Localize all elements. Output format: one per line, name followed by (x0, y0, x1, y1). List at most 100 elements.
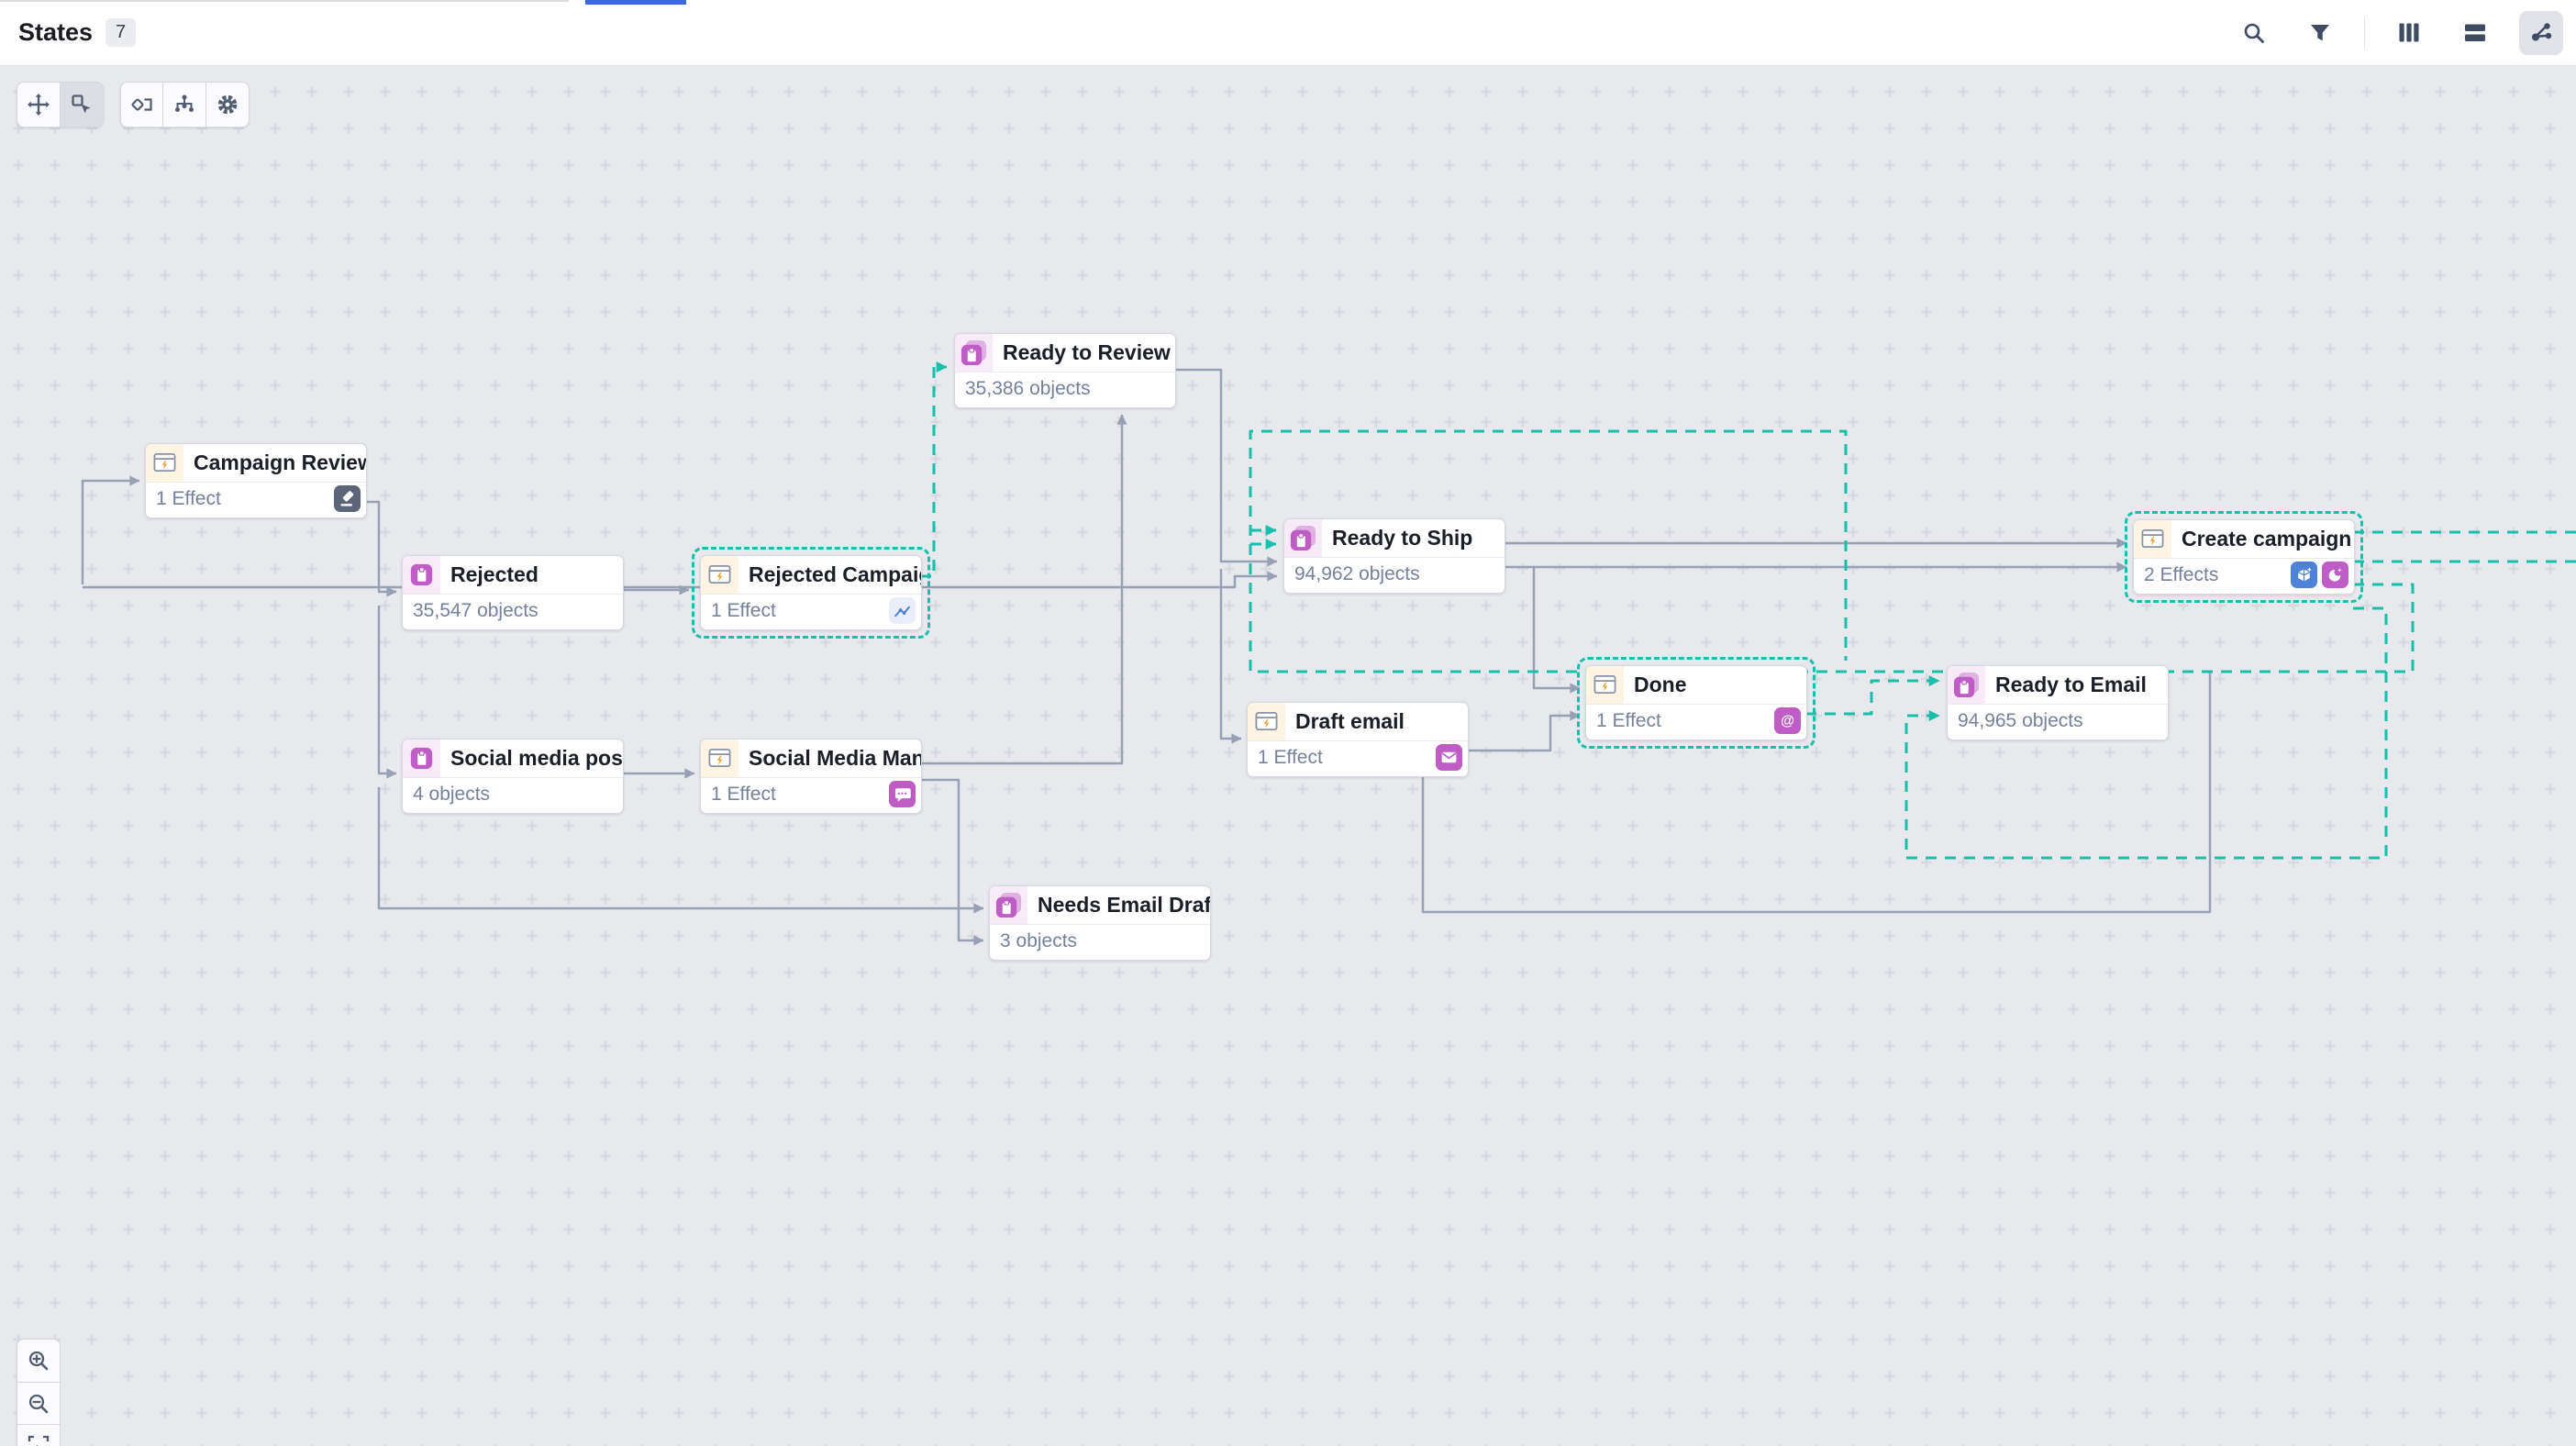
transition-edge-highlighted (1904, 606, 2388, 860)
node-title: Campaign Reviewer (194, 450, 366, 474)
node-subtitle: 3 objects (1000, 930, 1078, 951)
workflow-node-campaign-reviewer[interactable]: Campaign Reviewer 1 Effect (145, 443, 367, 518)
node-body: 4 objects (403, 778, 623, 812)
rows-view-button[interactable] (2453, 11, 2497, 55)
node-header: Social media post read… (403, 740, 623, 778)
node-header: Ready to Ship (1284, 519, 1505, 558)
mail-badge-icon (1436, 744, 1462, 771)
transition-edge (920, 414, 1127, 765)
search-button[interactable] (2232, 11, 2276, 55)
hierarchy-tool-button[interactable] (162, 82, 206, 128)
workflow-node-done[interactable]: Done 1 Effect @ (1577, 657, 1815, 749)
transition-edge (1171, 368, 1278, 567)
cursor-tool-group (17, 82, 104, 128)
workflow-node-create-campaign-email[interactable]: Create campaign email … 2 Effects (2125, 511, 2363, 603)
node-title: Ready to Ship (1332, 526, 1473, 550)
state-clipboard-icon (403, 556, 440, 594)
node-header: Draft email (1248, 703, 1468, 741)
search-icon (2244, 23, 2264, 43)
node-subtitle: 35,547 objects (413, 600, 539, 621)
rows-view-icon (2465, 24, 2485, 41)
node-header: Done (1586, 666, 1806, 705)
top-hairline (0, 0, 569, 2)
node-badges (889, 781, 916, 807)
page-header: States 7 (0, 0, 2576, 66)
transition-edge-highlighted (1805, 675, 1940, 716)
view-toolbar (2232, 0, 2563, 65)
columns-view-icon (2399, 23, 2419, 41)
node-title: Ready to Review (1003, 340, 1171, 364)
gavel-badge-icon (334, 485, 361, 512)
workflow-node-ready-to-ship[interactable]: Ready to Ship 94,962 objects (1283, 518, 1505, 594)
node-badges (2291, 562, 2348, 588)
node-subtitle: 94,965 objects (1958, 710, 2083, 731)
workflow-node-ready-to-email[interactable]: Ready to Email 94,965 objects (1947, 665, 2169, 740)
zoom-controls (17, 1339, 61, 1446)
diagram-badge-icon (889, 597, 916, 624)
gear-icon (217, 95, 237, 115)
node-body: 1 Effect @ (1586, 705, 1806, 739)
node-title: Done (1634, 673, 1687, 696)
zoom-out-icon (28, 1394, 49, 1413)
transition-tool-button[interactable] (119, 82, 164, 128)
zoom-fit-button[interactable] (17, 1424, 61, 1446)
zoom-fit-icon (28, 1435, 50, 1446)
workflow-node-rejected-campaign-review[interactable]: Rejected Campaign Re… 1 Effect (692, 547, 930, 639)
canvas-toolbar (17, 82, 250, 128)
node-title: Draft email (1295, 709, 1405, 733)
node-body: 3 objects (990, 925, 1210, 959)
node-body: 1 Effect (1248, 741, 1468, 775)
node-body: 1 Effect (701, 595, 921, 628)
workflow-node-draft-email[interactable]: Draft email 1 Effect (1247, 702, 1469, 777)
zoom-out-button[interactable] (17, 1381, 61, 1426)
columns-view-button[interactable] (2387, 11, 2431, 55)
state-clipboard-icon (403, 740, 440, 777)
toolbar-divider (2363, 17, 2365, 49)
node-body: 94,965 objects (1948, 705, 2168, 739)
zoom-in-button[interactable] (17, 1339, 61, 1383)
select-tool-button[interactable] (59, 82, 104, 128)
chat-badge-icon (889, 781, 916, 807)
node-subtitle: 1 Effect (156, 488, 221, 509)
node-body: 1 Effect (146, 483, 366, 517)
node-subtitle: 1 Effect (711, 600, 776, 621)
node-subtitle: 2 Effects (2144, 564, 2219, 585)
cube-sparkle-badge-icon (2291, 562, 2317, 588)
node-title: Rejected (450, 562, 539, 586)
node-header: Ready to Review (955, 334, 1175, 373)
workflow-node-ready-to-review[interactable]: Ready to Review 35,386 objects (954, 333, 1176, 408)
settings-tool-button[interactable] (205, 82, 250, 128)
states-count-badge: 7 (105, 18, 137, 47)
filter-button[interactable] (2298, 11, 2342, 55)
node-subtitle: 1 Effect (1596, 710, 1661, 731)
transition-edge-highlighted (1249, 429, 2415, 673)
node-subtitle: 1 Effect (1258, 747, 1323, 768)
node-header: Campaign Reviewer (146, 444, 366, 483)
workflow-node-social-media-post-read[interactable]: Social media post read… 4 objects (402, 739, 624, 814)
zoom-in-icon (28, 1351, 49, 1371)
transition-edge-highlighted (920, 362, 948, 578)
state-clipboard-icon (990, 886, 1027, 924)
workflow-node-needs-email-draft[interactable]: Needs Email Draft 3 objects (989, 885, 1211, 961)
workflow-node-social-media-manager[interactable]: Social Media Manager 1 Effect (700, 739, 922, 814)
hierarchy-icon (175, 95, 194, 112)
node-badges: @ (1774, 707, 1801, 734)
node-subtitle: 4 objects (413, 784, 491, 805)
node-title: Rejected Campaign Re… (749, 562, 921, 586)
node-body: 2 Effects (2134, 559, 2354, 593)
node-subtitle: 94,962 objects (1294, 563, 1420, 584)
effect-window-bolt-icon (1248, 703, 1285, 740)
node-title: Needs Email Draft (1038, 893, 1210, 917)
state-clipboard-icon (1284, 519, 1322, 557)
node-title: Create campaign email … (2182, 527, 2354, 551)
filter-icon (2310, 24, 2329, 40)
pan-tool-button[interactable] (17, 82, 61, 128)
select-icon (71, 95, 90, 114)
node-header: Rejected (403, 556, 623, 595)
transition-edge (1532, 567, 1581, 694)
moon-sparkle-badge-icon (2322, 562, 2348, 588)
graph-view-button[interactable] (2519, 10, 2563, 55)
diagram-tool-group (119, 82, 250, 128)
transition-edge (1219, 569, 1242, 744)
workflow-node-rejected[interactable]: Rejected 35,547 objects (402, 555, 624, 630)
